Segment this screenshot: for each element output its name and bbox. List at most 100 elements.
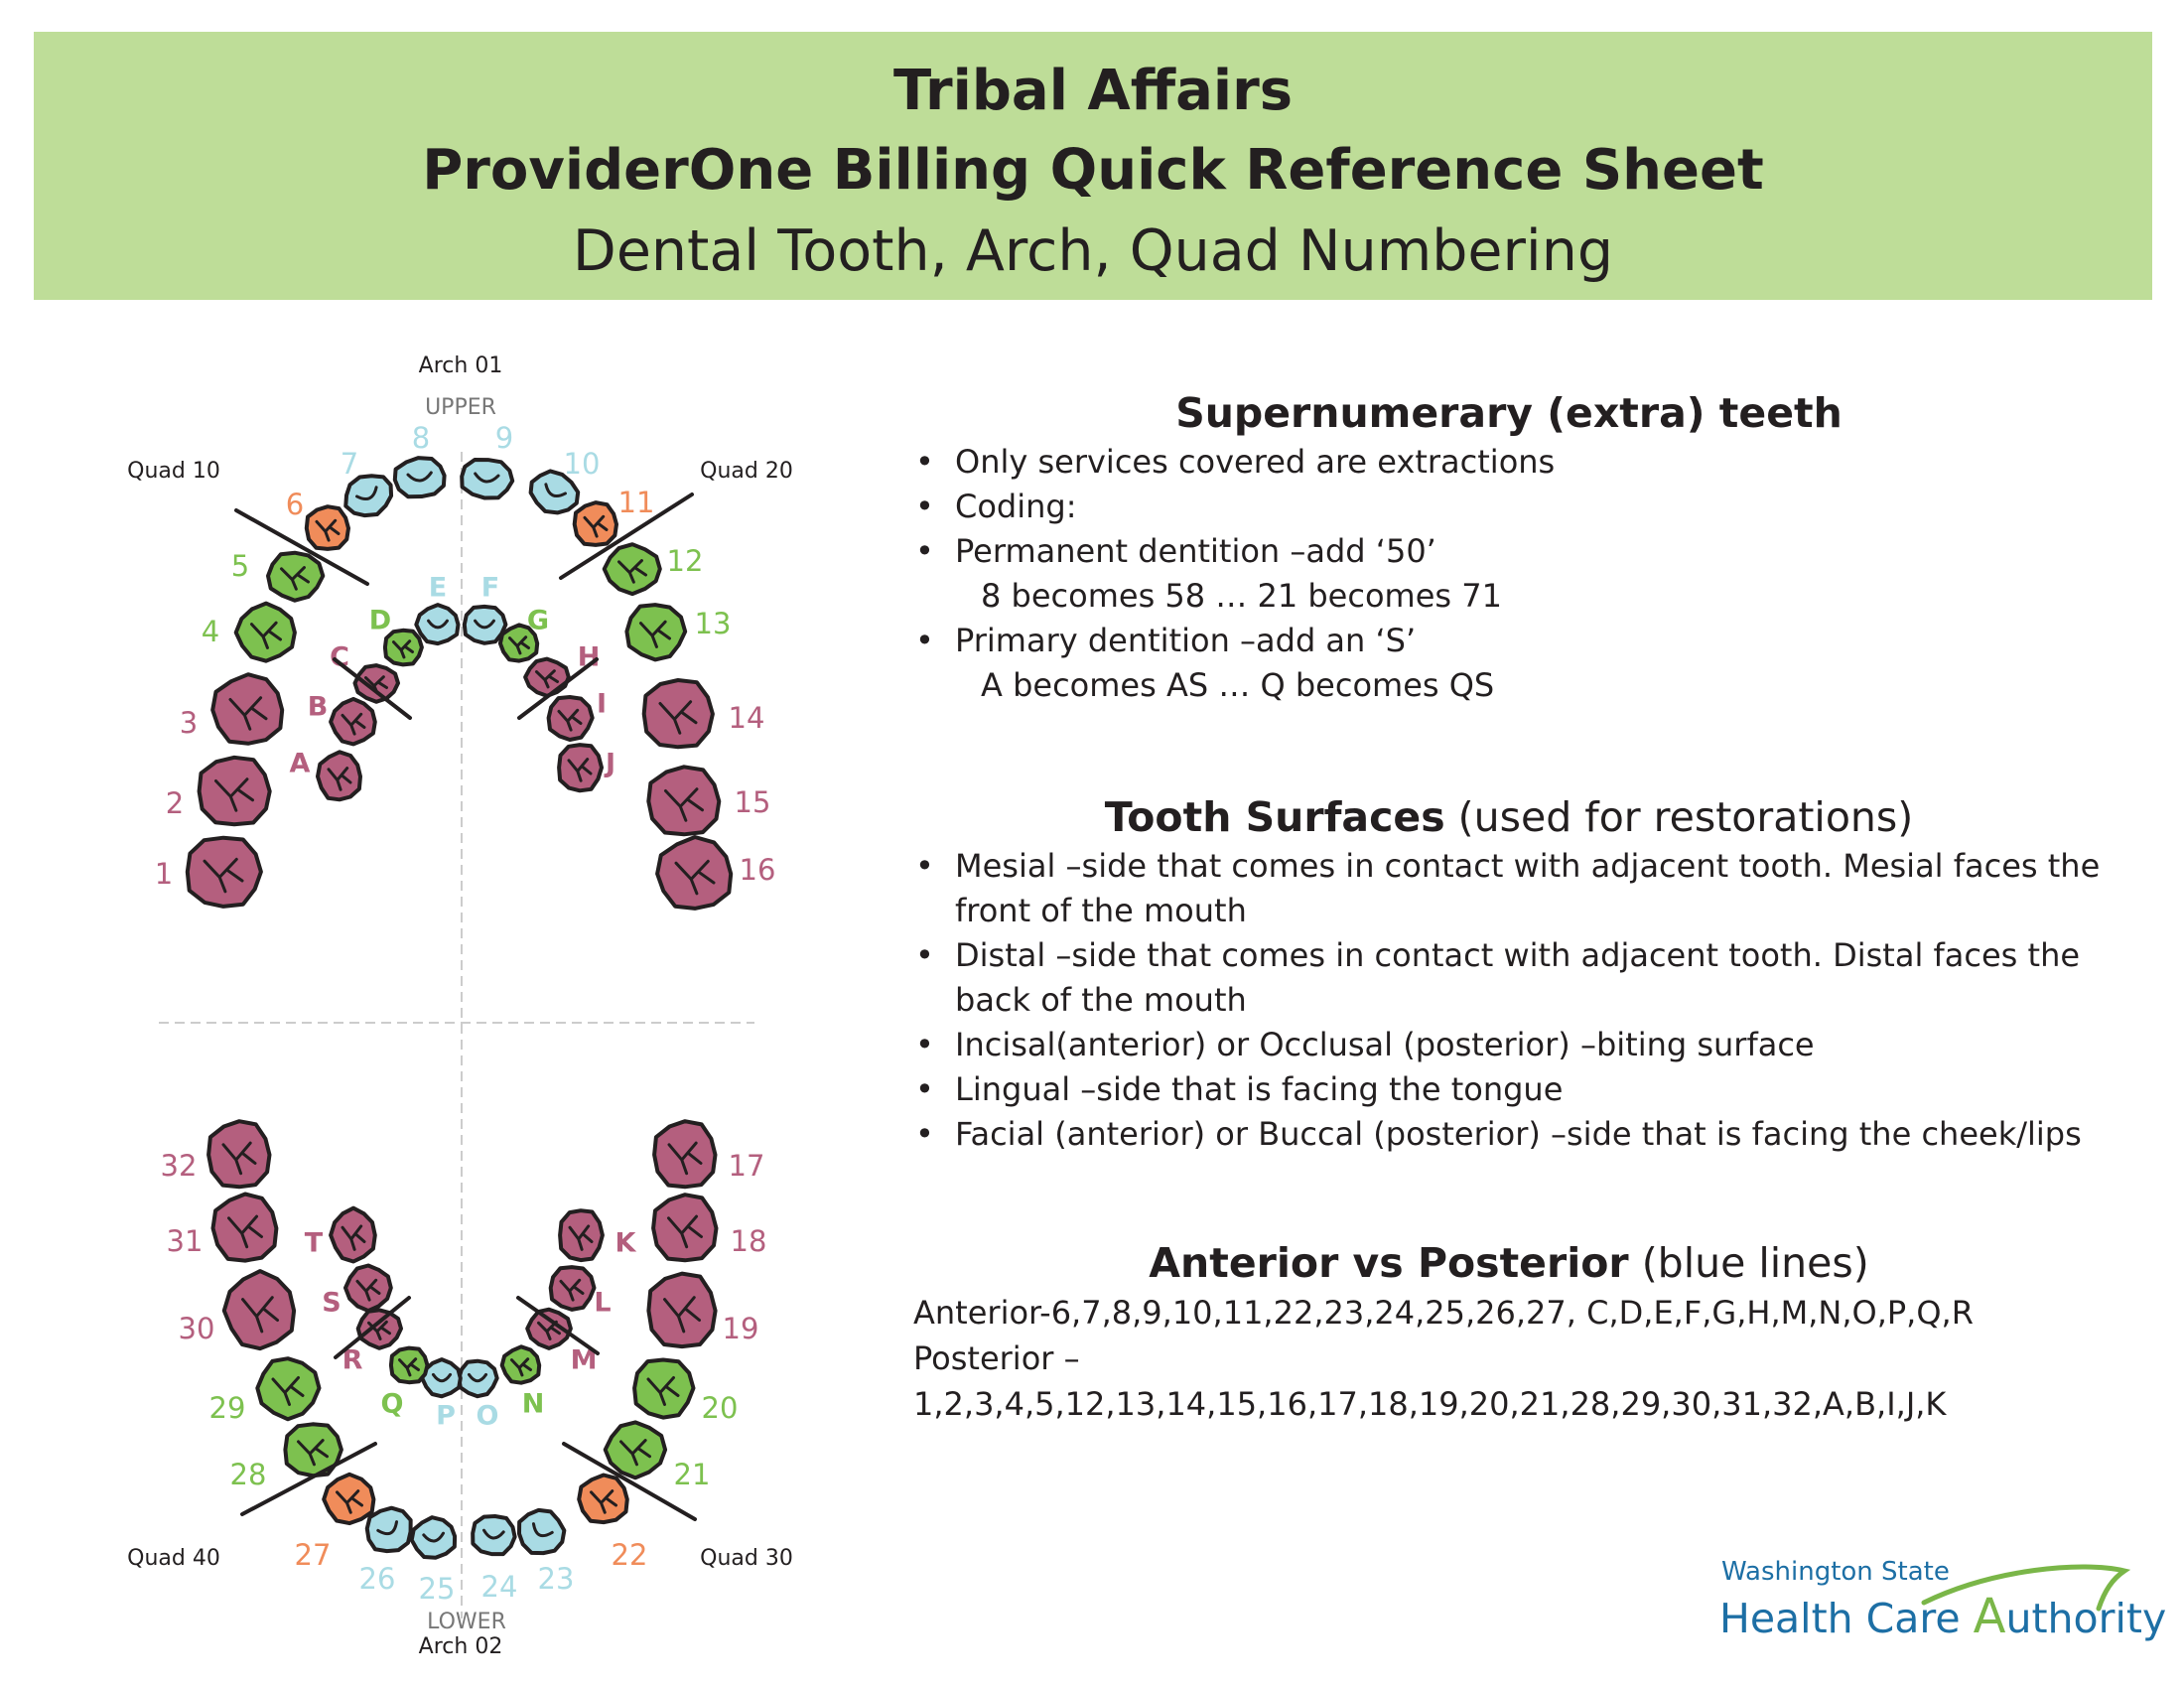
tooth-21	[603, 1420, 668, 1480]
surfaces-section: Tooth Surfaces (used for restorations) M…	[913, 791, 2105, 1157]
title-banner: Tribal Affairs ProviderOne Billing Quick…	[34, 32, 2152, 300]
page-subtitle: ProviderOne Billing Quick Reference Shee…	[422, 138, 1764, 203]
primary-tooth-label: G	[527, 606, 549, 636]
list-item: Distal –side that comes in contact with …	[913, 933, 2105, 1023]
tooth-label: 32	[161, 1149, 198, 1183]
tooth-label: 5	[231, 549, 249, 583]
surfaces-list: Mesial –side that comes in contact with …	[913, 844, 2105, 1157]
logo-swoosh-icon	[1921, 1564, 2131, 1612]
tooth-8	[392, 456, 447, 499]
tooth-30	[221, 1269, 297, 1351]
tooth-label: 19	[723, 1312, 759, 1345]
tooth-label: 6	[286, 488, 304, 521]
primary-tooth-label: I	[597, 689, 607, 720]
tooth-4	[233, 601, 297, 663]
tooth-label: 3	[180, 706, 198, 740]
tooth-label: 8	[412, 421, 430, 455]
anterior-posterior-divider	[334, 1296, 411, 1359]
arch-lower-sub: LOWER	[427, 1610, 506, 1634]
tooth-label: 9	[495, 421, 513, 455]
quad-label: Quad 10	[127, 459, 220, 484]
primary-tooth-K	[558, 1208, 605, 1263]
tooth-17	[652, 1119, 718, 1190]
tooth-label: 17	[729, 1149, 765, 1183]
primary-tooth-J	[557, 743, 604, 793]
tooth-label: 12	[667, 544, 704, 578]
primary-tooth-N	[499, 1344, 542, 1385]
tooth-28	[283, 1422, 343, 1478]
primary-tooth-G	[497, 623, 540, 663]
primary-tooth-label: O	[477, 1401, 499, 1432]
tooth-5	[266, 550, 326, 603]
tooth-label: 7	[341, 447, 358, 481]
anterior-line: Anterior-6,7,8,9,10,11,22,23,24,25,26,27…	[913, 1294, 1974, 1333]
tooth-label: 11	[618, 486, 655, 519]
surfaces-title-note: (used for restorations)	[1444, 793, 1914, 841]
page-title: Tribal Affairs	[892, 59, 1294, 123]
primary-tooth-R	[355, 1308, 403, 1350]
quad-label: Quad 30	[700, 1546, 793, 1571]
logo-line2: Health Care Authority	[1719, 1589, 2167, 1644]
tooth-32	[206, 1119, 272, 1190]
primary-tooth-F	[462, 604, 508, 645]
anterior-posterior-divider	[559, 492, 694, 580]
tooth-3	[210, 672, 285, 746]
tooth-14	[641, 678, 715, 750]
tooth-10	[528, 469, 581, 515]
tooth-label: 23	[538, 1562, 575, 1596]
tooth-31	[210, 1192, 279, 1263]
primary-tooth-label: J	[604, 749, 615, 779]
tooth-label: 31	[167, 1224, 204, 1258]
arch-lower-label: Arch 02	[419, 1634, 503, 1659]
primary-tooth-L	[548, 1265, 597, 1312]
page-subheading: Dental Tooth, Arch, Quad Numbering	[572, 218, 1614, 284]
primary-tooth-Q	[388, 1345, 430, 1385]
tooth-label: 25	[419, 1572, 456, 1606]
list-item: Mesial –side that comes in contact with …	[913, 844, 2105, 933]
supernumerary-list: Only services covered are extractions Co…	[913, 440, 2105, 574]
primary-tooth-H	[523, 656, 571, 698]
primary-tooth-A	[316, 750, 362, 802]
tooth-label: 1	[155, 857, 173, 891]
tooth-label: 22	[612, 1538, 648, 1572]
tooth-label: 24	[481, 1570, 518, 1604]
tooth-18	[651, 1193, 719, 1263]
quad-label: Quad 40	[127, 1546, 220, 1571]
primary-tooth-label: F	[481, 573, 499, 604]
primary-tooth-S	[343, 1263, 393, 1314]
anterior-posterior-divider	[234, 508, 369, 586]
tooth-9	[460, 458, 515, 500]
primary-tooth-label: T	[305, 1228, 324, 1259]
tooth-label: 27	[295, 1538, 332, 1572]
quad-label: Quad 20	[700, 459, 793, 484]
tooth-26	[364, 1505, 413, 1554]
tooth-label: 14	[729, 701, 765, 735]
tooth-label: 18	[731, 1224, 767, 1258]
tooth-label: 4	[202, 615, 219, 648]
primary-tooth-label: P	[436, 1401, 456, 1432]
tooth-7	[343, 474, 394, 518]
primary-tooth-M	[525, 1307, 573, 1350]
tooth-16	[655, 835, 734, 911]
primary-tooth-T	[329, 1205, 377, 1264]
anterior-posterior-divider	[333, 657, 412, 720]
tooth-19	[646, 1271, 718, 1349]
list-item: Permanent dentition –add ‘50’	[913, 529, 2105, 574]
anterior-posterior-section: Anterior vs Posterior (blue lines) Anter…	[913, 1237, 2105, 1427]
tooth-1	[185, 835, 263, 909]
primary-tooth-label: S	[322, 1288, 341, 1319]
tooth-label: 21	[674, 1458, 711, 1491]
anterior-posterior-divider	[240, 1442, 377, 1516]
list-item: Lingual –side that is facing the tongue	[913, 1067, 2105, 1112]
primary-tooth-label: N	[522, 1389, 545, 1420]
primary-tooth-E	[414, 603, 461, 646]
anterior-posterior-divider	[517, 657, 599, 720]
tooth-label: 20	[702, 1391, 739, 1425]
primary-tooth-label: E	[429, 573, 447, 604]
primary-tooth-label: D	[369, 606, 391, 636]
primary-tooth-O	[457, 1358, 499, 1399]
primary-tooth-I	[546, 695, 595, 742]
permanent-example: 8 becomes 58 … 21 becomes 71	[981, 577, 1502, 616]
list-item: Facial (anterior) or Buccal (posterior) …	[913, 1112, 2105, 1157]
